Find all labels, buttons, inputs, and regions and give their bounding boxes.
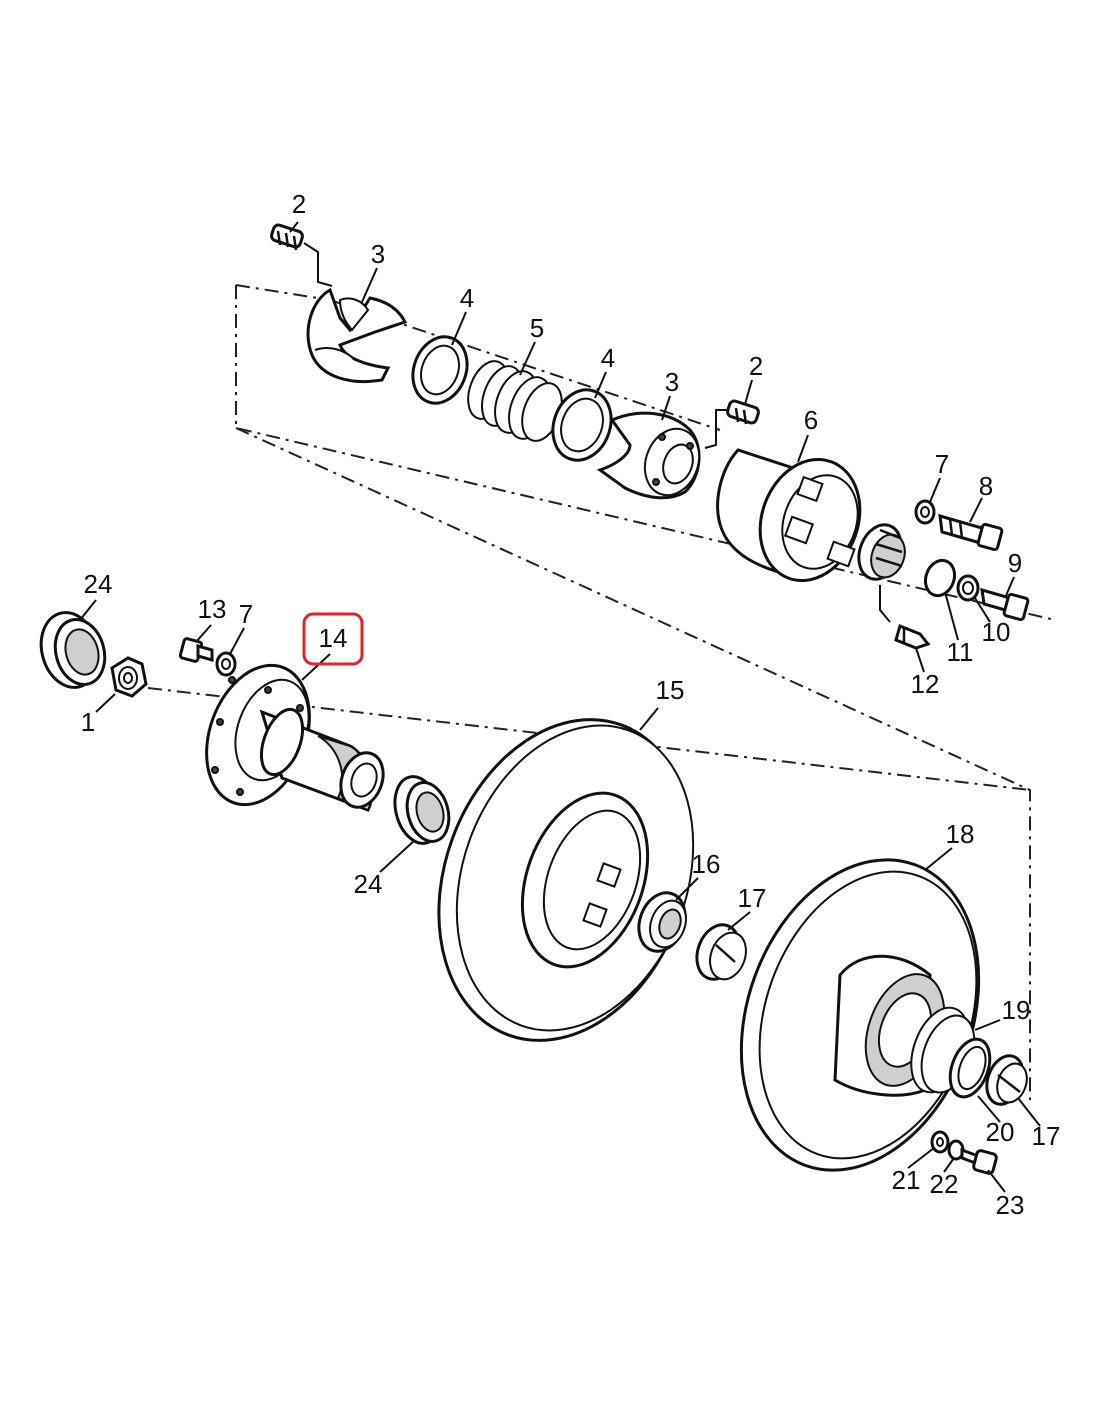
callout-15: 15 [656,675,685,705]
part-8-bolt [938,513,1004,552]
callout-1: 1 [81,707,95,737]
part-12-fitting [879,585,931,650]
part-9-bolt [980,587,1030,622]
callout-24: 24 [354,869,383,899]
highlight-box-part-14 [302,612,364,666]
part-4-washer-right [551,388,613,462]
part-20-ring [948,1037,992,1099]
part-6-hub [716,448,906,583]
part-1-nut [110,656,148,698]
callout-7: 7 [239,599,253,629]
part-3-cam-left [306,287,408,384]
part-7-washer-lower [215,651,237,677]
callout-9: 9 [1008,548,1022,578]
callout-24: 24 [84,569,113,599]
leader-lines [79,221,1041,1193]
part-24-bearing-left [39,611,107,689]
part-13-bolt [178,637,214,663]
part-2-setscrew-right [704,399,760,449]
callout-16: 16 [692,849,721,879]
callout-21: 21 [892,1165,921,1195]
part-17-roller-upper [695,923,747,981]
part-17-roller-lower [985,1054,1028,1106]
callout-23: 23 [996,1190,1025,1220]
callout-3: 3 [371,239,385,269]
callout-8: 8 [979,471,993,501]
callout-11: 11 [947,637,974,667]
callout-22: 22 [930,1169,959,1199]
callout-7: 7 [935,449,949,479]
callout-12: 12 [911,669,940,699]
part-14-flange-shaft [205,663,385,812]
part-16-bushing [637,891,687,953]
callout-19: 19 [1002,995,1031,1025]
part-7-washer-upper [914,499,936,525]
part-5-spring [467,360,563,442]
callout-18: 18 [946,819,975,849]
part-10-lockwasher [956,574,980,602]
callout-2: 2 [749,351,763,381]
callout-4: 4 [460,283,474,313]
callout-4: 4 [601,343,615,373]
callout-3: 3 [665,367,679,397]
callout-17: 17 [738,883,767,913]
callout-13: 13 [198,594,227,624]
callout-14: 14 [319,623,348,653]
part-4-washer-left [411,335,469,405]
callout-6: 6 [804,405,818,435]
part-15-fixed-sheave [437,718,695,1042]
callout-10: 10 [982,617,1011,647]
part-2-setscrew [270,223,333,287]
callout-17: 17 [1032,1121,1061,1151]
callout-labels: 2 3 4 5 4 3 2 6 7 8 9 10 11 12 24 13 7 1… [81,189,1061,1220]
part-23-bolt [960,1147,998,1175]
callout-20: 20 [986,1117,1015,1147]
part-3-cam-right [596,411,701,500]
callout-2: 2 [292,189,306,219]
part-24-bearing-lower [393,775,451,845]
part-11-disc [923,558,957,598]
callout-5: 5 [530,313,544,343]
part-21-washer [930,1130,950,1154]
